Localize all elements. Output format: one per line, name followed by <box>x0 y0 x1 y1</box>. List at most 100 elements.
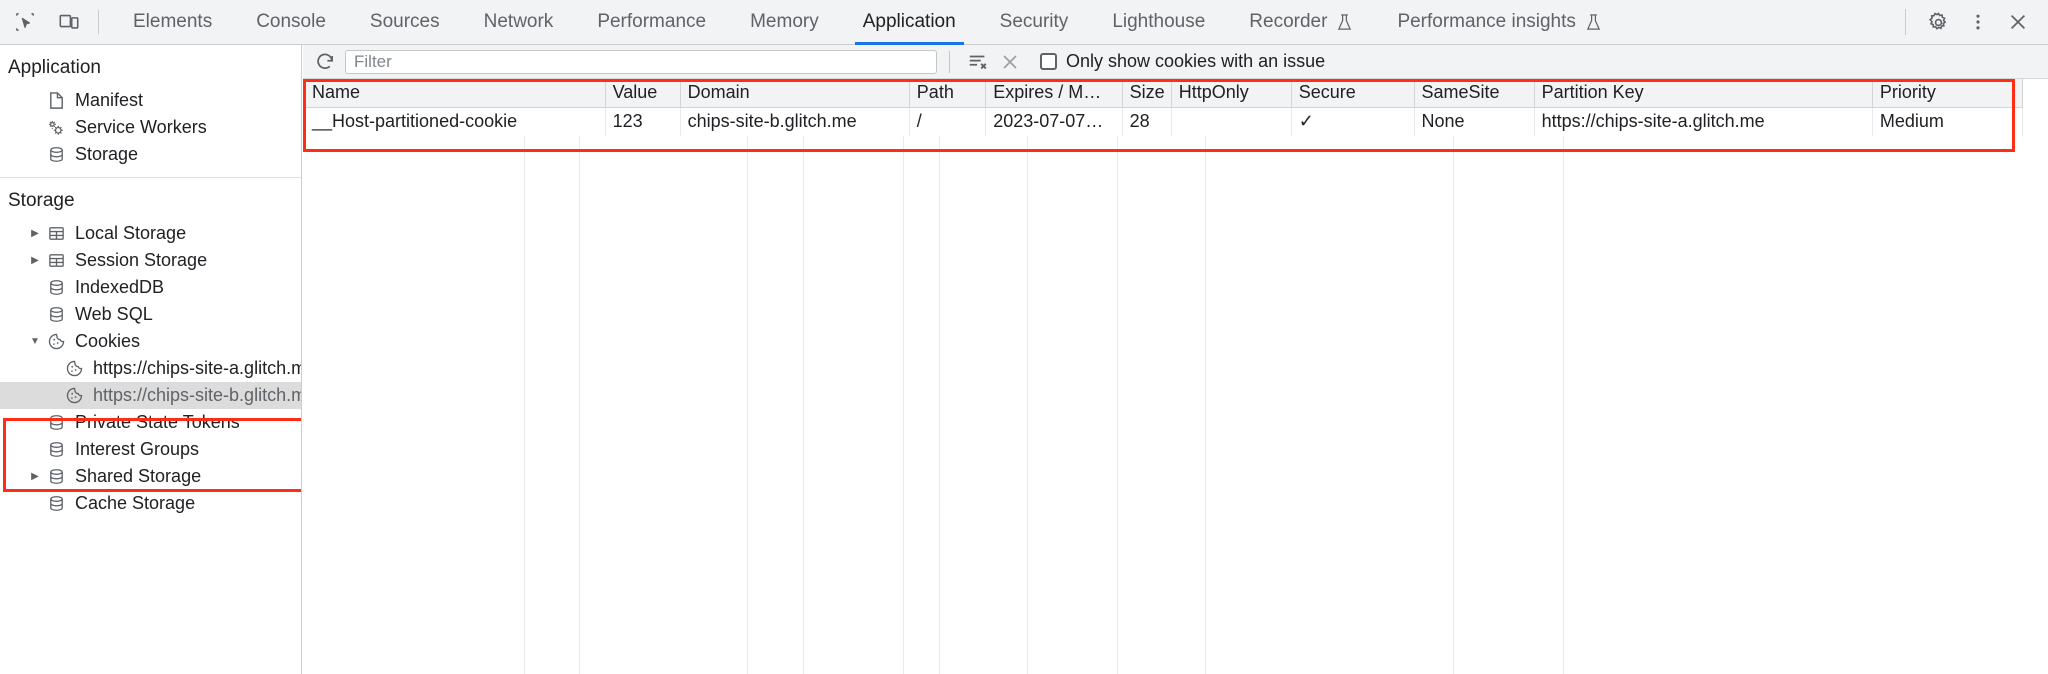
database-icon <box>44 467 68 486</box>
cell-httponly[interactable] <box>1171 107 1292 136</box>
column-header-secure[interactable]: Secure <box>1291 79 1415 108</box>
refresh-icon[interactable] <box>311 49 339 75</box>
tab-lighthouse[interactable]: Lighthouse <box>1090 0 1227 45</box>
tab-label: Network <box>483 11 554 32</box>
clear-all-icon[interactable] <box>994 49 1026 75</box>
cookies-table: Name Value Domain Path Expires / M… Size… <box>305 79 2024 136</box>
cell-path[interactable]: / <box>909 107 987 136</box>
tab-label: Security <box>999 11 1069 32</box>
document-icon <box>44 91 68 110</box>
cell-samesite[interactable]: None <box>1414 107 1535 136</box>
sidebar-section-title-storage: Storage <box>8 190 75 211</box>
flask-icon <box>1585 13 1602 32</box>
chevron-down-icon[interactable]: ▼ <box>30 336 40 347</box>
sidebar-item-service-workers[interactable]: ▶ Service Workers <box>0 114 301 141</box>
chevron-right-icon[interactable]: ▶ <box>31 471 39 482</box>
sidebar-item-label: Session Storage <box>75 250 208 270</box>
column-header-value[interactable]: Value <box>605 79 681 108</box>
cell-secure[interactable]: ✓ <box>1291 107 1415 136</box>
search-input[interactable] <box>345 49 937 74</box>
table-row[interactable]: __Host-partitioned-cookie 123 chips-site… <box>305 107 2024 136</box>
database-icon <box>44 413 68 432</box>
tab-network[interactable]: Network <box>462 0 576 45</box>
only-show-issue-cookies-checkbox[interactable]: Only show cookies with an issue <box>1040 51 1325 72</box>
tab-performance-insights[interactable]: Performance insights <box>1375 0 1623 45</box>
clear-filters-icon[interactable] <box>962 49 994 75</box>
table-header-row: Name Value Domain Path Expires / M… Size… <box>305 79 2024 108</box>
sidebar-item-indexeddb[interactable]: ▶ IndexedDB <box>0 274 301 301</box>
sidebar-item-label: https://chips-site-b.glitch.me <box>93 385 302 405</box>
sidebar-item-manifest[interactable]: ▶ Manifest <box>0 87 301 114</box>
cell-priority[interactable]: Medium <box>1872 107 2024 136</box>
cell-partition-key[interactable]: https://chips-site-a.glitch.me <box>1534 107 1873 136</box>
column-header-path[interactable]: Path <box>909 79 987 108</box>
sidebar-item-label: Shared Storage <box>75 466 202 486</box>
device-toolbar-icon[interactable] <box>50 6 88 38</box>
tab-application[interactable]: Application <box>841 0 978 45</box>
sidebar-item-label: Local Storage <box>75 223 187 243</box>
database-icon <box>44 278 68 297</box>
cell-size[interactable]: 28 <box>1122 107 1172 136</box>
sidebar-item-storage[interactable]: ▶ Storage <box>0 141 301 168</box>
sidebar-item-cookies-site-b[interactable]: ▶ https://chips-site-b.glitch.me <box>0 382 301 409</box>
tab-sources[interactable]: Sources <box>348 0 462 45</box>
toolbar-divider <box>1905 9 1906 35</box>
cookie-icon <box>44 332 68 351</box>
database-icon <box>44 440 68 459</box>
sidebar-item-web-sql[interactable]: ▶ Web SQL <box>0 301 301 328</box>
gears-icon <box>44 118 68 138</box>
table-icon <box>44 224 68 243</box>
column-header-httponly[interactable]: HttpOnly <box>1171 79 1292 108</box>
sidebar-item-cache-storage[interactable]: ▶ Cache Storage <box>0 490 301 517</box>
close-icon[interactable] <box>1998 4 2038 40</box>
tab-recorder[interactable]: Recorder <box>1227 0 1375 45</box>
sidebar-item-private-state-tokens[interactable]: ▶ Private State Tokens <box>0 409 301 436</box>
gear-icon[interactable] <box>1918 4 1958 40</box>
chevron-right-icon[interactable]: ▶ <box>31 255 39 266</box>
column-header-samesite[interactable]: SameSite <box>1414 79 1535 108</box>
tab-label: Sources <box>369 11 440 32</box>
cell-expires[interactable]: 2023-07-07… <box>985 107 1123 136</box>
sidebar-item-interest-groups[interactable]: ▶ Interest Groups <box>0 436 301 463</box>
sidebar-divider <box>0 177 301 178</box>
sidebar-item-label: IndexedDB <box>75 277 165 297</box>
tab-performance[interactable]: Performance <box>575 0 728 45</box>
sidebar-item-label: Cache Storage <box>75 493 196 513</box>
tab-label: Elements <box>133 11 213 32</box>
cell-domain[interactable]: chips-site-b.glitch.me <box>680 107 910 136</box>
inspect-element-icon[interactable] <box>6 6 44 38</box>
sidebar-item-label: Interest Groups <box>75 439 200 459</box>
cookies-filter-toolbar: Only show cookies with an issue <box>303 45 2048 79</box>
cell-name[interactable]: __Host-partitioned-cookie <box>305 107 606 136</box>
toolbar-divider <box>98 10 99 34</box>
tab-console[interactable]: Console <box>234 0 348 45</box>
sidebar-item-label: Manifest <box>75 90 144 110</box>
column-header-domain[interactable]: Domain <box>680 79 910 108</box>
tab-security[interactable]: Security <box>978 0 1091 45</box>
sidebar-item-local-storage[interactable]: ▶ Local Storage <box>0 220 301 247</box>
sidebar-item-cookies[interactable]: ▼ Cookies <box>0 328 301 355</box>
checkbox-box[interactable] <box>1040 53 1057 70</box>
tab-elements[interactable]: Elements <box>111 0 234 45</box>
table-icon <box>44 251 68 270</box>
more-vertical-icon[interactable] <box>1958 4 1998 40</box>
sidebar-section-title-application: Application <box>8 57 101 78</box>
checkbox-label: Only show cookies with an issue <box>1066 51 1326 71</box>
tab-memory[interactable]: Memory <box>728 0 841 45</box>
cookies-main-panel: Only show cookies with an issue <box>303 45 2048 674</box>
tab-label: Lighthouse <box>1112 11 1206 32</box>
chevron-right-icon[interactable]: ▶ <box>31 228 39 239</box>
column-header-expires[interactable]: Expires / M… <box>985 79 1123 108</box>
cell-value[interactable]: 123 <box>605 107 681 136</box>
sidebar-item-cookies-site-a[interactable]: ▶ https://chips-site-a.glitch.me <box>0 355 301 382</box>
column-header-partition-key[interactable]: Partition Key <box>1534 79 1873 108</box>
column-header-priority[interactable]: Priority <box>1872 79 2024 108</box>
column-header-size[interactable]: Size <box>1122 79 1172 108</box>
database-icon <box>44 145 68 164</box>
application-sidebar: Application ▶ Manifest ▶ Service Workers… <box>0 45 302 674</box>
sidebar-item-session-storage[interactable]: ▶ Session Storage <box>0 247 301 274</box>
sidebar-item-shared-storage[interactable]: ▶ Shared Storage <box>0 463 301 490</box>
tab-label: Recorder <box>1249 11 1328 32</box>
column-header-name[interactable]: Name <box>305 79 606 108</box>
cookie-icon <box>62 386 86 405</box>
